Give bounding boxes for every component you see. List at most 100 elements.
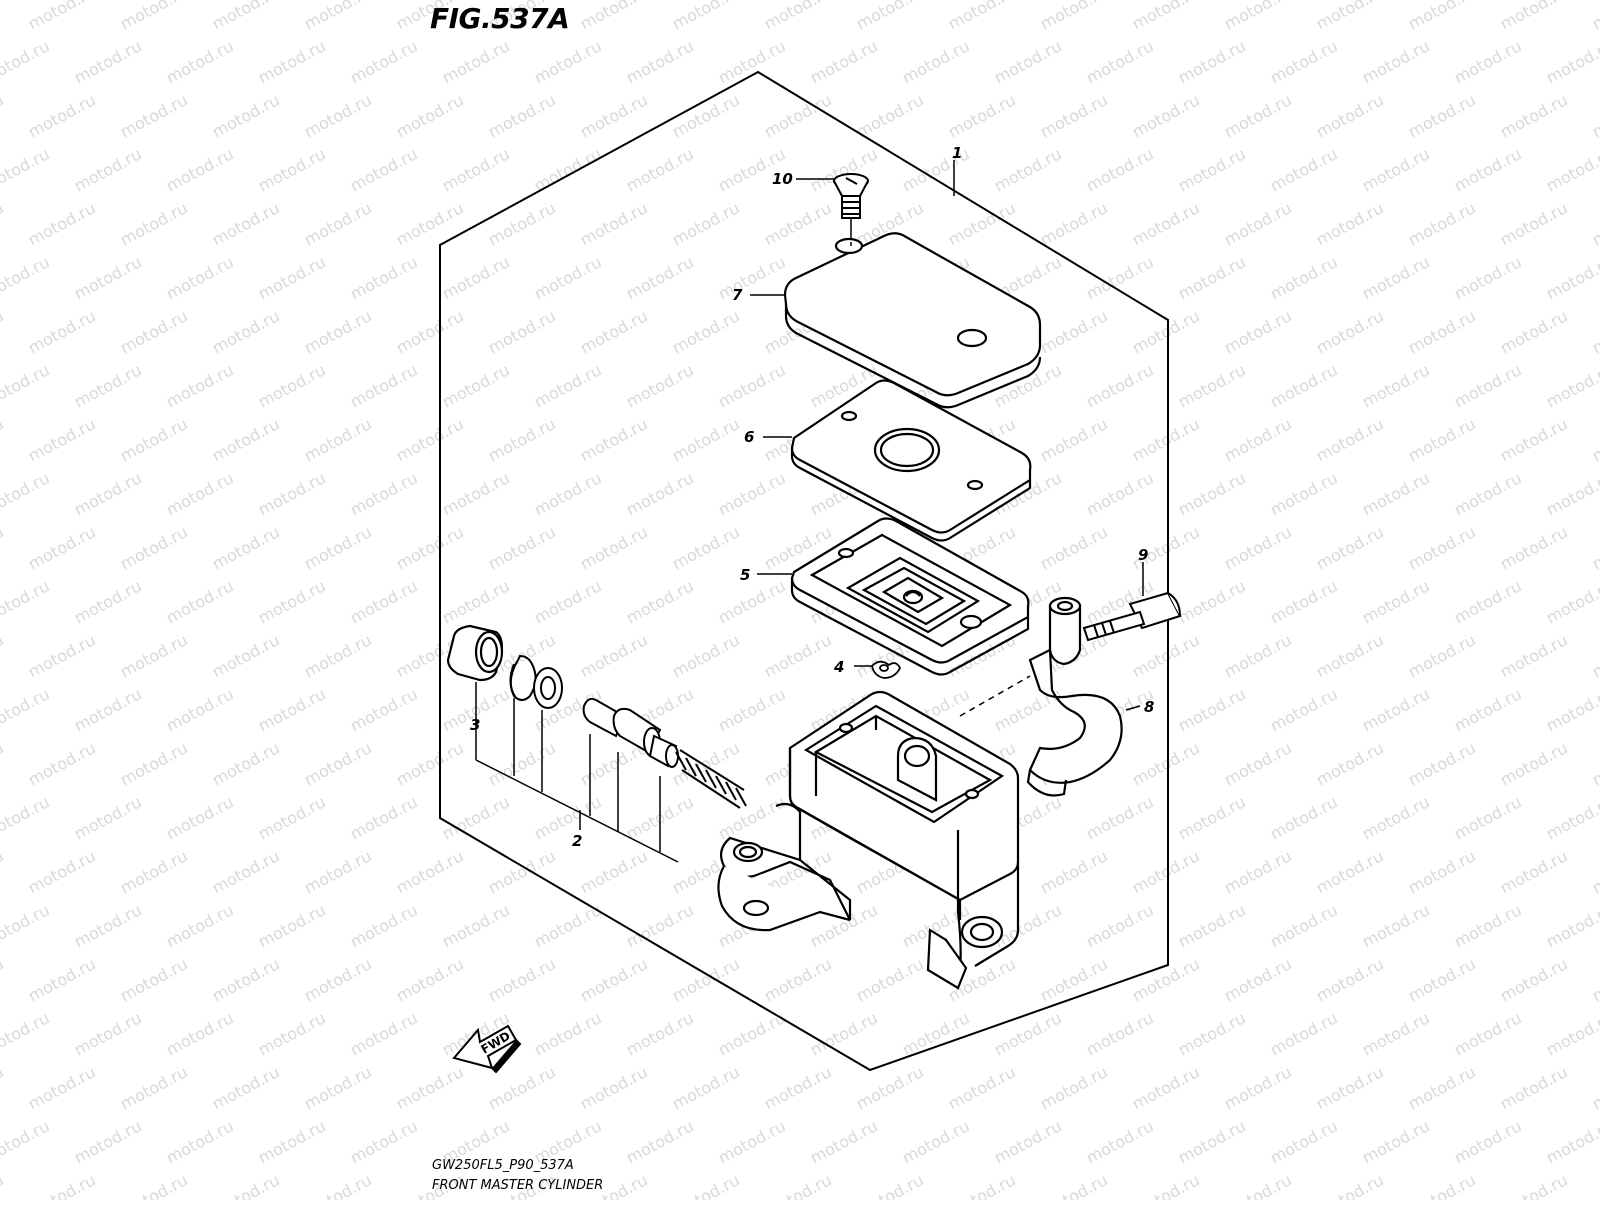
watermark-text: motod.ru bbox=[117, 90, 191, 141]
watermark-text: motod.ru bbox=[1175, 684, 1249, 735]
watermark-text: motod.ru bbox=[1313, 0, 1387, 34]
figure-code: GW250FL5_P90_537A bbox=[432, 1158, 574, 1173]
watermark-text: motod.ru bbox=[163, 144, 237, 195]
watermark-text: motod.ru bbox=[301, 630, 375, 681]
callout-8: 8 bbox=[1144, 698, 1154, 716]
watermark-text: motod.ru bbox=[1083, 36, 1157, 87]
watermark-text: motod.ru bbox=[1497, 846, 1571, 897]
watermark-text: motod.ru bbox=[301, 198, 375, 249]
watermark-text: motod.ru bbox=[1589, 1062, 1600, 1113]
watermark-text: motod.ru bbox=[1497, 306, 1571, 357]
watermark-text: motod.ru bbox=[1267, 252, 1341, 303]
watermark-text: motod.ru bbox=[1359, 252, 1433, 303]
watermark-text: motod.ru bbox=[0, 144, 53, 195]
watermark-text: motod.ru bbox=[0, 0, 7, 34]
watermark-text: motod.ru bbox=[1175, 576, 1249, 627]
watermark-text: motod.ru bbox=[623, 36, 697, 87]
watermark-text: motod.ru bbox=[347, 684, 421, 735]
watermark-text: motod.ru bbox=[439, 900, 513, 951]
watermark-text: motod.ru bbox=[1267, 684, 1341, 735]
watermark-text: motod.ru bbox=[1497, 1062, 1571, 1113]
watermark-text: motod.ru bbox=[623, 900, 697, 951]
watermark-text: motod.ru bbox=[1497, 198, 1571, 249]
watermark-text: motod.ru bbox=[761, 1062, 835, 1113]
watermark-text: motod.ru bbox=[1451, 360, 1525, 411]
watermark-text: motod.ru bbox=[577, 846, 651, 897]
watermark-text: motod.ru bbox=[209, 414, 283, 465]
watermark-text: motod.ru bbox=[1221, 738, 1295, 789]
watermark-text: motod.ru bbox=[0, 1062, 7, 1113]
watermark-text: motod.ru bbox=[1175, 1116, 1249, 1167]
watermark-text: motod.ru bbox=[393, 90, 467, 141]
watermark-text: motod.ru bbox=[71, 684, 145, 735]
watermark-text: motod.ru bbox=[0, 252, 53, 303]
watermark-text: motod.ru bbox=[1451, 36, 1525, 87]
watermark-text: motod.ru bbox=[1405, 414, 1479, 465]
watermark-text: motod.ru bbox=[71, 1116, 145, 1167]
watermark-text: motod.ru bbox=[71, 468, 145, 519]
watermark-text: motod.ru bbox=[25, 0, 99, 34]
watermark-text: motod.ru bbox=[1405, 846, 1479, 897]
watermark-text: motod.ru bbox=[1451, 252, 1525, 303]
watermark-text: motod.ru bbox=[1589, 0, 1600, 34]
guide-lines bbox=[475, 160, 1144, 863]
watermark-text: motod.ru bbox=[1451, 792, 1525, 843]
watermark-text: motod.ru bbox=[715, 36, 789, 87]
watermark-text: motod.ru bbox=[1451, 900, 1525, 951]
watermark-text: motod.ru bbox=[1543, 1008, 1600, 1059]
watermark-text: motod.ru bbox=[1589, 306, 1600, 357]
watermark-text: motod.ru bbox=[1497, 414, 1571, 465]
watermark-text: motod.ru bbox=[1083, 144, 1157, 195]
watermark-text: motod.ru bbox=[255, 36, 329, 87]
watermark-text: motod.ru bbox=[163, 252, 237, 303]
watermark-text: motod.ru bbox=[347, 792, 421, 843]
watermark-text: motod.ru bbox=[1037, 1170, 1111, 1200]
figure-title: FIG.537A bbox=[430, 2, 570, 35]
watermark-text: motod.ru bbox=[577, 954, 651, 1005]
watermark-text: motod.ru bbox=[255, 468, 329, 519]
watermark-text: motod.ru bbox=[669, 522, 743, 573]
watermark-text: motod.ru bbox=[1543, 1116, 1600, 1167]
watermark-text: motod.ru bbox=[1221, 306, 1295, 357]
watermark-text: motod.ru bbox=[1359, 900, 1433, 951]
watermark-text: motod.ru bbox=[209, 0, 283, 34]
callout-5: 5 bbox=[740, 566, 750, 584]
watermark-text: motod.ru bbox=[1543, 576, 1600, 627]
watermark-text: motod.ru bbox=[1543, 252, 1600, 303]
watermark-text: motod.ru bbox=[807, 36, 881, 87]
watermark-text: motod.ru bbox=[1543, 684, 1600, 735]
watermark-text: motod.ru bbox=[715, 1116, 789, 1167]
watermark-text: motod.ru bbox=[117, 522, 191, 573]
watermark-text: motod.ru bbox=[1267, 468, 1341, 519]
watermark-text: motod.ru bbox=[1129, 0, 1203, 34]
watermark-text: motod.ru bbox=[1083, 792, 1157, 843]
watermark-text: motod.ru bbox=[25, 1062, 99, 1113]
watermark-text: motod.ru bbox=[1405, 630, 1479, 681]
plate-part bbox=[871, 660, 902, 679]
watermark-text: motod.ru bbox=[0, 90, 7, 141]
watermark-text: motod.ru bbox=[25, 414, 99, 465]
watermark-text: motod.ru bbox=[1405, 306, 1479, 357]
watermark-text: motod.ru bbox=[1313, 846, 1387, 897]
watermark-text: motod.ru bbox=[0, 900, 53, 951]
bolt-part bbox=[1082, 591, 1182, 642]
callout-labels: 1 2 3 4 5 6 7 8 9 10 bbox=[470, 144, 1154, 850]
watermark-text: motod.ru bbox=[991, 1008, 1065, 1059]
watermark-text: motod.ru bbox=[1175, 1008, 1249, 1059]
watermark-text: motod.ru bbox=[117, 0, 191, 34]
watermark-text: motod.ru bbox=[439, 576, 513, 627]
watermark-text: motod.ru bbox=[1589, 846, 1600, 897]
watermark-text: motod.ru bbox=[301, 522, 375, 573]
watermark-text: motod.ru bbox=[393, 414, 467, 465]
watermark-text: motod.ru bbox=[1451, 468, 1525, 519]
watermark-text: motod.ru bbox=[1083, 252, 1157, 303]
watermark-text: motod.ru bbox=[1129, 1062, 1203, 1113]
watermark-text: motod.ru bbox=[807, 1008, 881, 1059]
watermark-text: motod.ru bbox=[71, 36, 145, 87]
watermark-text: motod.ru bbox=[715, 360, 789, 411]
watermark-text: motod.ru bbox=[577, 414, 651, 465]
watermark-text: motod.ru bbox=[1267, 1116, 1341, 1167]
watermark-text: motod.ru bbox=[1267, 792, 1341, 843]
watermark-text: motod.ru bbox=[163, 576, 237, 627]
watermark-text: motod.ru bbox=[1221, 90, 1295, 141]
